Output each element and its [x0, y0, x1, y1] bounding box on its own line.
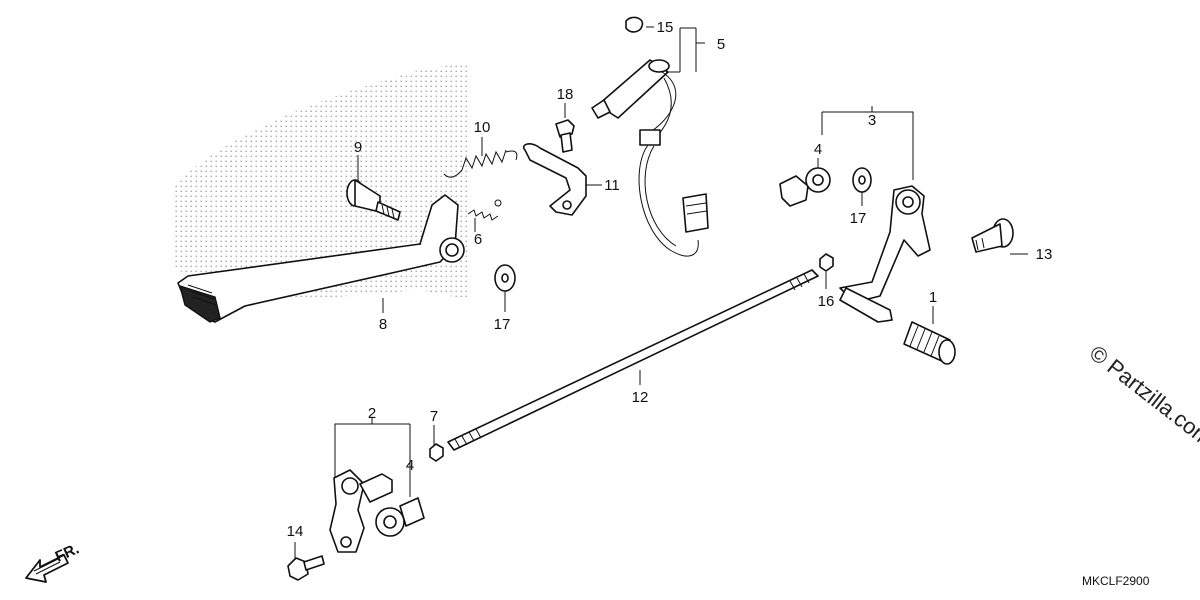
callout-16: 16	[818, 293, 835, 310]
callout-10: 10	[474, 119, 491, 136]
callout-14: 14	[287, 523, 304, 540]
callout-5: 5	[717, 36, 725, 53]
bolt-14	[287, 555, 325, 581]
watermark: © Partzilla.com	[1085, 340, 1200, 451]
callout-2: 2	[368, 405, 376, 422]
rod-end-upper	[779, 167, 831, 207]
front-direction-label: FR.	[53, 540, 82, 565]
leader-lines	[294, 26, 1028, 560]
washer-right	[852, 167, 872, 193]
callout-6: 6	[474, 231, 482, 248]
small-spring	[467, 199, 502, 221]
front-arrow-icon	[25, 554, 69, 583]
return-spring	[443, 149, 518, 178]
callout-18: 18	[557, 86, 574, 103]
bolt-13	[971, 218, 1014, 253]
brake-pedal-arm	[177, 194, 465, 323]
shift-arm	[329, 469, 393, 553]
nut-16	[819, 253, 834, 272]
front-direction-indicator: FR.	[25, 540, 82, 583]
callout-17-right: 17	[850, 210, 867, 227]
gearshift-pedal	[839, 185, 931, 323]
diagram-code: MKCLF2900	[1082, 574, 1150, 588]
callout-7: 7	[430, 408, 438, 425]
stay-bracket	[522, 143, 587, 216]
washer-left	[494, 264, 516, 292]
callout-17-left: 17	[494, 316, 511, 333]
callout-8: 8	[379, 316, 387, 333]
nut-7	[429, 443, 444, 462]
bolt-18	[555, 119, 575, 153]
callout-9: 9	[354, 139, 362, 156]
callout-4-upper: 4	[814, 141, 822, 158]
callout-4-lower: 4	[406, 457, 414, 474]
rubber-peg	[903, 321, 956, 365]
pivot-bolt	[346, 179, 401, 221]
callout-3: 3	[868, 112, 876, 129]
callout-15: 15	[657, 19, 674, 36]
callout-labels: 1 2 3 4 4 5 6 7 8 9 10 11 12 13 14 15 16…	[287, 19, 1053, 540]
rod-end-lower	[375, 497, 425, 537]
shift-rod	[447, 269, 819, 451]
callout-13: 13	[1036, 246, 1053, 263]
callout-12: 12	[632, 389, 649, 406]
brake-light-switch	[591, 59, 709, 257]
callout-1: 1	[929, 289, 937, 306]
clip	[625, 16, 644, 33]
background-emblem	[175, 62, 470, 300]
callout-11: 11	[604, 177, 620, 194]
